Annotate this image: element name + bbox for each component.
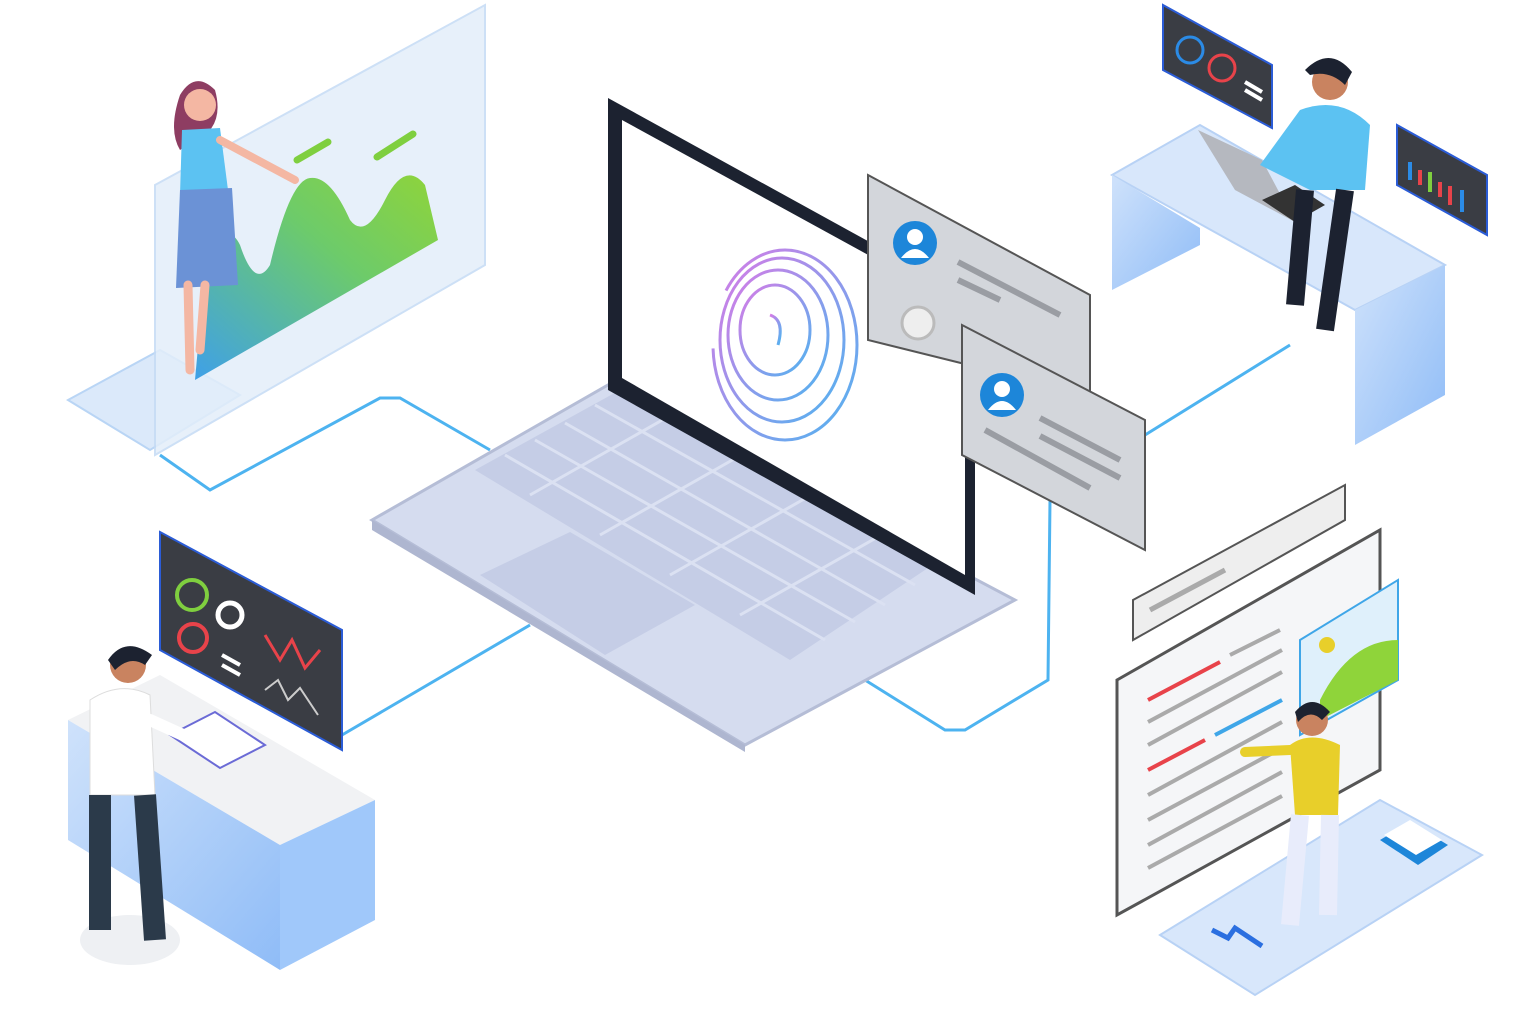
profile-card — [867, 173, 1091, 397]
keyboard — [475, 390, 940, 660]
connector-right-bottom — [864, 499, 1052, 732]
desk-workstation-top-right — [1109, 3, 1488, 445]
document-sheet — [168, 710, 267, 770]
fingerprint-button-icon — [900, 305, 936, 341]
chart-panel — [65, 3, 486, 457]
connector-lines — [159, 343, 1291, 737]
laptop-screen — [622, 120, 965, 575]
trackpad — [480, 532, 695, 655]
connector-right-top — [1144, 343, 1291, 437]
chart-dash — [293, 138, 332, 164]
connector-left-bottom — [341, 623, 531, 737]
area-chart — [195, 175, 438, 380]
search-bar — [1132, 483, 1346, 642]
arrow-icon — [1210, 924, 1264, 949]
connector-left-top — [159, 396, 491, 492]
laptop — [369, 98, 1019, 752]
bar-chart-screen — [1396, 123, 1488, 237]
document-page — [1115, 527, 1382, 918]
desk-workstation-bottom-left — [68, 530, 375, 970]
woman-presenter — [174, 81, 299, 375]
document-workstation-bottom-right — [1115, 483, 1484, 997]
profile-card — [961, 323, 1146, 552]
chart-dash — [373, 130, 417, 161]
fingerprint-icon — [711, 248, 859, 442]
